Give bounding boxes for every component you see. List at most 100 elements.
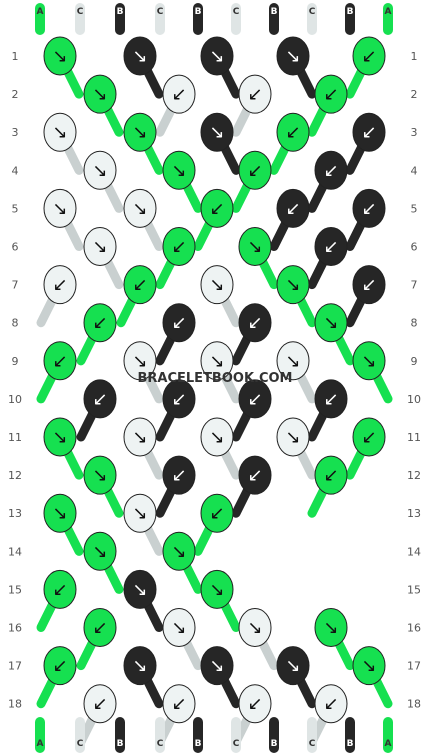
knots-layer: ↘↘↘↘↙↘↙↙↙↘↘↘↙↙↘↘↙↙↘↘↙↙↙↘↙↘↙↙↙↘↘↙↙↙↙↘↙↘↘↘…	[43, 36, 386, 724]
knot-arrow-icon: ↙	[285, 198, 300, 219]
knot-shape	[83, 150, 117, 190]
knot-arrow-icon: ↘	[171, 160, 186, 181]
row-number-right: 13	[407, 507, 421, 520]
knot-shape	[314, 227, 348, 266]
knot: ↙	[83, 608, 117, 647]
knot-arrow-icon: ↘	[209, 351, 224, 372]
row-number-right: 4	[411, 164, 418, 177]
knot-shape	[238, 150, 272, 190]
knot-shape	[276, 646, 310, 686]
knot-shape	[43, 646, 77, 686]
knot: ↙	[314, 684, 348, 724]
knot-shape	[162, 608, 196, 647]
row-number-left: 4	[12, 164, 19, 177]
knot-shape	[43, 265, 77, 305]
knot: ↘	[200, 417, 234, 457]
knot-shape	[238, 379, 272, 419]
row-number-right: 9	[411, 355, 418, 368]
knot-shape	[162, 455, 196, 495]
knot: ↙	[123, 265, 157, 305]
knot-shape	[276, 112, 310, 152]
knot-arrow-icon: ↘	[285, 656, 300, 677]
knot: ↙	[314, 379, 348, 419]
knot: ↘	[200, 569, 234, 609]
row-number-left: 16	[8, 622, 22, 635]
knot-shape	[352, 265, 386, 305]
knot: ↙	[238, 303, 272, 343]
knot-arrow-icon: ↘	[132, 656, 147, 677]
knot-arrow-icon: ↘	[285, 351, 300, 372]
top-thread-label-2: C	[77, 7, 84, 17]
knot-arrow-icon: ↘	[132, 122, 147, 143]
knot-arrow-icon: ↘	[52, 198, 67, 219]
knot-arrow-icon: ↙	[247, 389, 262, 410]
knot: ↙	[200, 493, 234, 533]
knot-shape	[276, 341, 310, 381]
knot: ↙	[162, 227, 196, 266]
knot-shape	[200, 493, 234, 533]
knot-shape	[238, 608, 272, 647]
top-thread-label-10: A	[385, 7, 392, 17]
knot: ↘	[123, 569, 157, 609]
knot: ↙	[314, 150, 348, 190]
knot-shape	[83, 608, 117, 647]
row-number-right: 14	[407, 545, 421, 558]
knot-shape	[123, 341, 157, 381]
knot-arrow-icon: ↙	[92, 618, 107, 639]
knot-shape	[200, 188, 234, 228]
knot-shape	[123, 112, 157, 152]
knot-arrow-icon: ↙	[52, 351, 67, 372]
knot-arrow-icon: ↙	[361, 427, 376, 448]
knot: ↙	[162, 74, 196, 114]
knot-shape	[83, 379, 117, 419]
knot-arrow-icon: ↙	[361, 198, 376, 219]
knot-arrow-icon: ↙	[323, 389, 338, 410]
knot: ↘	[162, 608, 196, 647]
knot-arrow-icon: ↙	[247, 465, 262, 486]
knot-arrow-icon: ↙	[171, 313, 186, 334]
knot-shape	[238, 455, 272, 495]
row-number-right: 16	[407, 622, 421, 635]
knot-arrow-icon: ↙	[209, 198, 224, 219]
knot: ↙	[314, 74, 348, 114]
knot-arrow-icon: ↙	[361, 46, 376, 67]
knot-arrow-icon: ↘	[285, 427, 300, 448]
top-thread-label-3: B	[117, 7, 124, 17]
knot: ↘	[276, 36, 310, 76]
knot-shape	[83, 303, 117, 343]
knot-shape	[162, 531, 196, 571]
knot-arrow-icon: ↙	[132, 275, 147, 296]
knot: ↙	[83, 303, 117, 343]
knot: ↙	[43, 569, 77, 609]
row-number-right: 18	[407, 698, 421, 711]
row-number-left: 1	[12, 50, 19, 63]
knot-shape	[123, 569, 157, 609]
knot: ↘	[43, 493, 77, 533]
knot-shape	[83, 227, 117, 266]
knot-arrow-icon: ↘	[132, 351, 147, 372]
knot-arrow-icon: ↘	[323, 618, 338, 639]
row-number-right: 2	[411, 88, 418, 101]
knot: ↙	[238, 74, 272, 114]
knot-arrow-icon: ↙	[92, 694, 107, 715]
knot: ↘	[314, 608, 348, 647]
knot-shape	[200, 112, 234, 152]
knot: ↘	[200, 265, 234, 305]
row-number-right: 11	[407, 431, 421, 444]
bottom-thread-label-6: C	[233, 739, 240, 749]
knot-shape	[162, 74, 196, 114]
row-number-left: 5	[12, 202, 19, 215]
knot-arrow-icon: ↙	[171, 237, 186, 258]
knot: ↙	[83, 379, 117, 419]
knot-shape	[162, 150, 196, 190]
row-number-right: 7	[411, 279, 418, 292]
knot-shape	[162, 227, 196, 266]
knot: ↘	[123, 341, 157, 381]
knot: ↙	[162, 684, 196, 724]
knot-shape	[162, 303, 196, 343]
bottom-thread-label-10: A	[385, 739, 392, 749]
knot-shape	[352, 188, 386, 228]
row-number-right: 10	[407, 393, 421, 406]
knot-shape	[200, 341, 234, 381]
